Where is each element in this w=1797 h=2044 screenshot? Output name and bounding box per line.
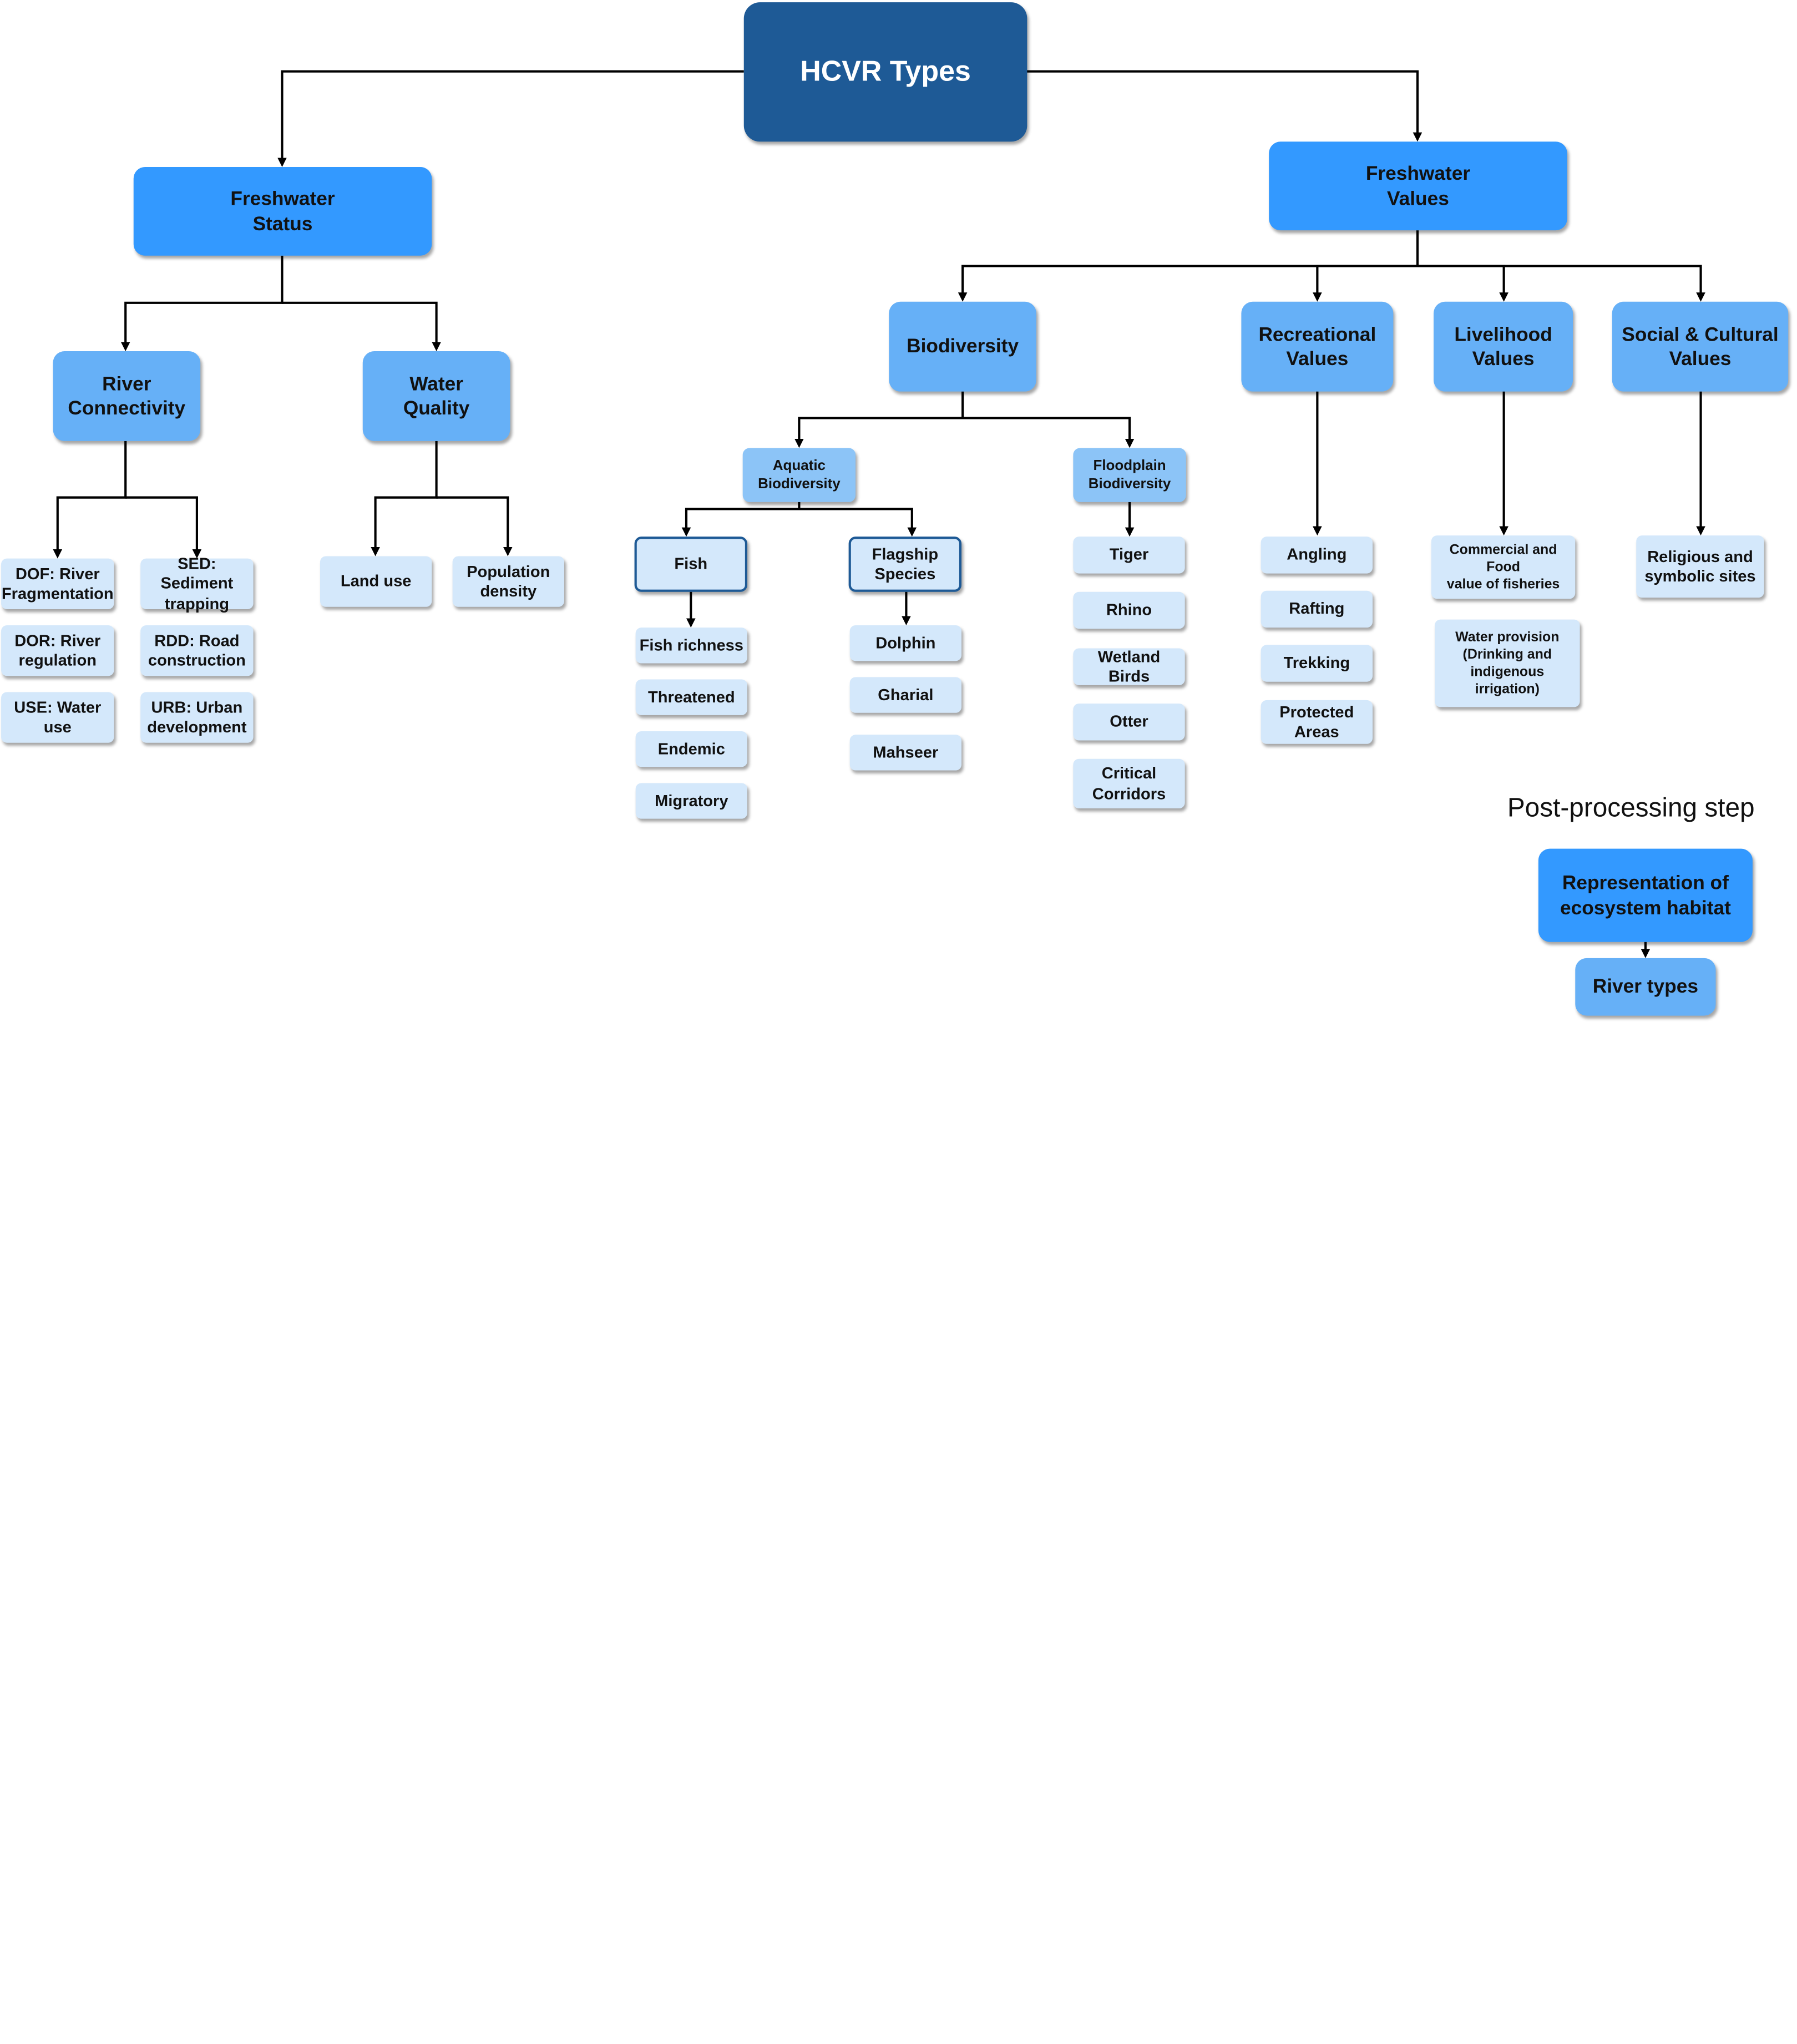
- connector-status-quality: [282, 301, 441, 352]
- freshwater-status-node: Freshwater Status: [133, 166, 432, 256]
- leaf-dolphin: Dolphin: [849, 625, 962, 661]
- ecosystem-habitat-node: Representation of ecosystem habitat: [1538, 848, 1753, 942]
- leaf-critical-corridors: Critical Corridors: [1073, 758, 1185, 809]
- leaf-gharial: Gharial: [849, 677, 962, 713]
- leaf-otter: Otter: [1073, 704, 1185, 741]
- leaf-mahseer: Mahseer: [849, 735, 962, 771]
- leaf-protected-areas: Protected Areas: [1261, 700, 1373, 744]
- connector-biodiversity-aquatic: [794, 391, 964, 448]
- leaf-rdd: RDD: Road construction: [140, 625, 254, 676]
- water-quality-node: Water Quality: [362, 351, 510, 441]
- connector-quality-population: [436, 496, 513, 556]
- connector-root-status: [277, 70, 744, 167]
- leaf-fish-richness: Fish richness: [635, 628, 747, 664]
- connector-values-livelihood: [1417, 265, 1509, 302]
- leaf-dor: DOR: River regulation: [1, 625, 114, 676]
- freshwater-values-node: Freshwater Values: [1269, 141, 1567, 231]
- river-types-node: River types: [1575, 958, 1716, 1016]
- connector-quality-landuse: [371, 441, 438, 556]
- connector-connectivity-right: [125, 496, 202, 559]
- leaf-water-provision: Water provision (Drinking and indigenous…: [1435, 619, 1580, 707]
- leaf-land-use: Land use: [320, 556, 432, 607]
- connector-root-values: [1026, 70, 1423, 142]
- connector-lines: [53, 70, 1705, 958]
- leaf-dof: DOF: River Fragmentation: [1, 558, 114, 609]
- floodplain-biodiversity-node: Floodplain Biodiversity: [1073, 448, 1186, 502]
- leaf-endemic: Endemic: [635, 731, 747, 767]
- leaf-urb: URB: Urban development: [140, 692, 254, 743]
- leaf-threatened: Threatened: [635, 679, 747, 715]
- leaf-angling: Angling: [1261, 537, 1373, 574]
- leaf-use: USE: Water use: [1, 692, 114, 743]
- root-node: HCVR Types: [743, 2, 1027, 142]
- connector-values-biodiversity: [958, 230, 1419, 302]
- biodiversity-node: Biodiversity: [889, 301, 1036, 392]
- connector-aquatic-flagship: [799, 508, 917, 537]
- livelihood-values-node: Livelihood Values: [1433, 301, 1573, 392]
- leaf-religious-sites: Religious and symbolic sites: [1636, 535, 1764, 598]
- connector-values-recreational: [1313, 265, 1418, 302]
- aquatic-biodiversity-node: Aquatic Biodiversity: [742, 448, 856, 502]
- flagship-species-node: Flagship Species: [848, 537, 962, 592]
- connector-biodiversity-floodplain: [963, 417, 1135, 448]
- leaf-trekking: Trekking: [1261, 645, 1373, 682]
- leaf-population-density: Population density: [452, 556, 564, 607]
- leaf-sed: SED: Sediment trapping: [140, 554, 254, 613]
- leaf-commercial-fisheries: Commercial and Food value of fisheries: [1431, 535, 1576, 599]
- leaf-tiger: Tiger: [1073, 537, 1185, 574]
- recreational-values-node: Recreational Values: [1241, 301, 1394, 392]
- connector-values-social: [1417, 265, 1705, 302]
- fish-node: Fish: [634, 537, 747, 592]
- leaf-rhino: Rhino: [1073, 591, 1185, 629]
- social-cultural-values-node: Social & Cultural Values: [1612, 301, 1789, 392]
- leaf-migratory: Migratory: [635, 783, 747, 819]
- leaf-rafting: Rafting: [1261, 590, 1373, 628]
- river-connectivity-node: River Connectivity: [53, 351, 201, 441]
- post-processing-heading: Post-processing step: [1507, 792, 1755, 822]
- connector-aquatic-fish: [681, 502, 801, 537]
- connector-status-connectivity: [120, 255, 284, 352]
- leaf-wetland-birds: Wetland Birds: [1073, 646, 1185, 685]
- connector-connectivity-left: [53, 441, 127, 559]
